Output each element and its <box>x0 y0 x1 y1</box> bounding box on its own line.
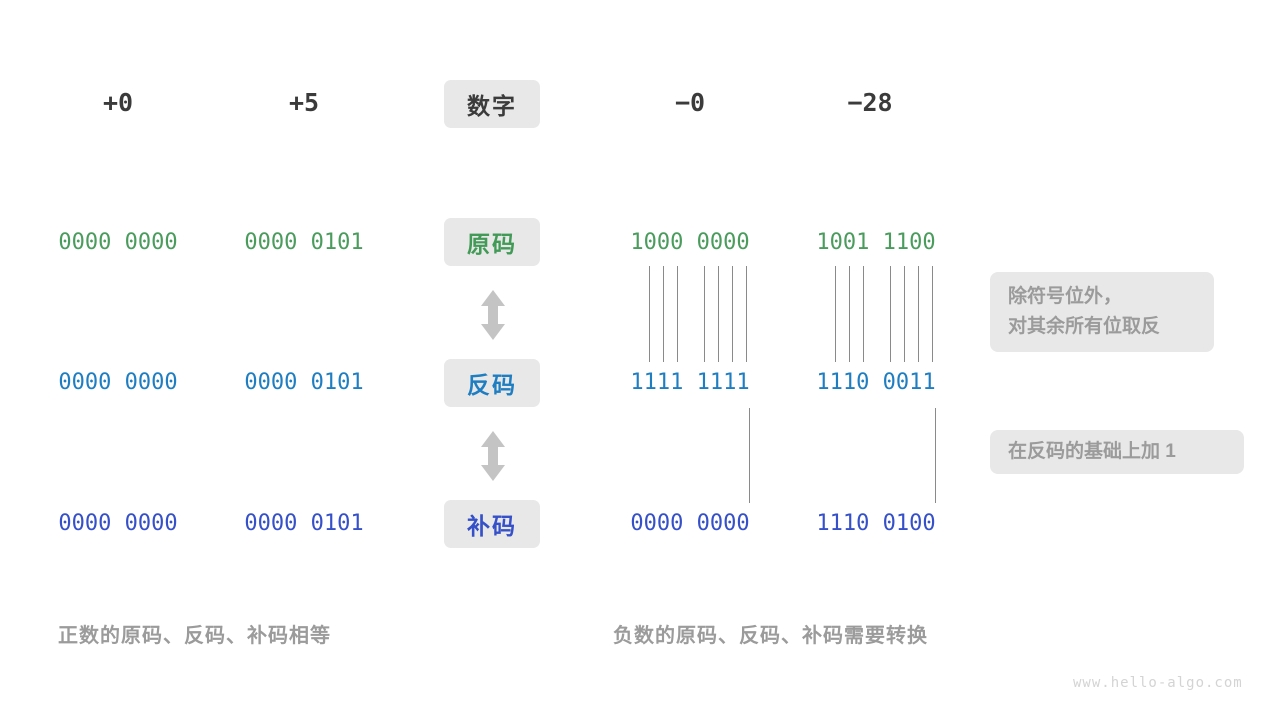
value-twos-complement-plus-zero: 0000 0000 <box>58 511 178 536</box>
value-sign-magnitude-minus-twentyeight: 1001 1100 <box>816 230 936 255</box>
value-sign-magnitude-plus-zero: 0000 0000 <box>58 230 178 255</box>
column-header-plus-zero: +0 <box>102 88 134 117</box>
double-vertical-arrow-icon-2 <box>474 429 512 488</box>
note-invert-bits-line1: 除符号位外， <box>1008 286 1123 307</box>
connector-line <box>932 266 933 362</box>
connector-line <box>863 266 864 362</box>
value-twos-complement-plus-five: 0000 0101 <box>244 511 364 536</box>
row-label-ones-complement: 反码 <box>444 359 540 407</box>
column-header-minus-zero: −0 <box>674 88 706 117</box>
connector-line <box>663 266 664 362</box>
value-ones-complement-plus-zero: 0000 0000 <box>58 370 178 395</box>
value-ones-complement-plus-five: 0000 0101 <box>244 370 364 395</box>
connector-line <box>890 266 891 362</box>
caption-negative: 负数的原码、反码、补码需要转换 <box>613 625 928 647</box>
value-ones-complement-minus-twentyeight: 1110 0011 <box>816 370 936 395</box>
note-add-one-line1: 在反码的基础上加 1 <box>1008 441 1176 462</box>
connector-line <box>835 266 836 362</box>
caption-positive: 正数的原码、反码、补码相等 <box>58 625 331 647</box>
connector-line-carry <box>749 408 750 503</box>
connector-line <box>732 266 733 362</box>
connector-line-carry <box>935 408 936 503</box>
value-ones-complement-minus-zero: 1111 1111 <box>630 370 750 395</box>
note-add-one: 在反码的基础上加 1 <box>990 430 1244 474</box>
row-label-twos-complement: 补码 <box>444 500 540 548</box>
connector-line <box>718 266 719 362</box>
column-header-plus-five: +5 <box>288 88 320 117</box>
connector-line <box>918 266 919 362</box>
value-twos-complement-minus-zero: 0000 0000 <box>630 511 750 536</box>
row-label-sign-magnitude: 原码 <box>444 218 540 266</box>
connector-line <box>677 266 678 362</box>
watermark: www.hello-algo.com <box>1073 675 1243 691</box>
note-invert-bits-line2: 对其余所有位取反 <box>1008 316 1161 337</box>
connector-line <box>704 266 705 362</box>
column-header-number-chip: 数字 <box>444 80 540 128</box>
connector-line <box>849 266 850 362</box>
column-header-minus-twentyeight: −28 <box>847 88 893 117</box>
value-sign-magnitude-minus-zero: 1000 0000 <box>630 230 750 255</box>
value-sign-magnitude-plus-five: 0000 0101 <box>244 230 364 255</box>
double-vertical-arrow-icon <box>474 288 512 347</box>
note-invert-bits: 除符号位外， 对其余所有位取反 <box>990 272 1214 352</box>
value-twos-complement-minus-twentyeight: 1110 0100 <box>816 511 936 536</box>
connector-line <box>649 266 650 362</box>
connector-line <box>746 266 747 362</box>
connector-line <box>904 266 905 362</box>
